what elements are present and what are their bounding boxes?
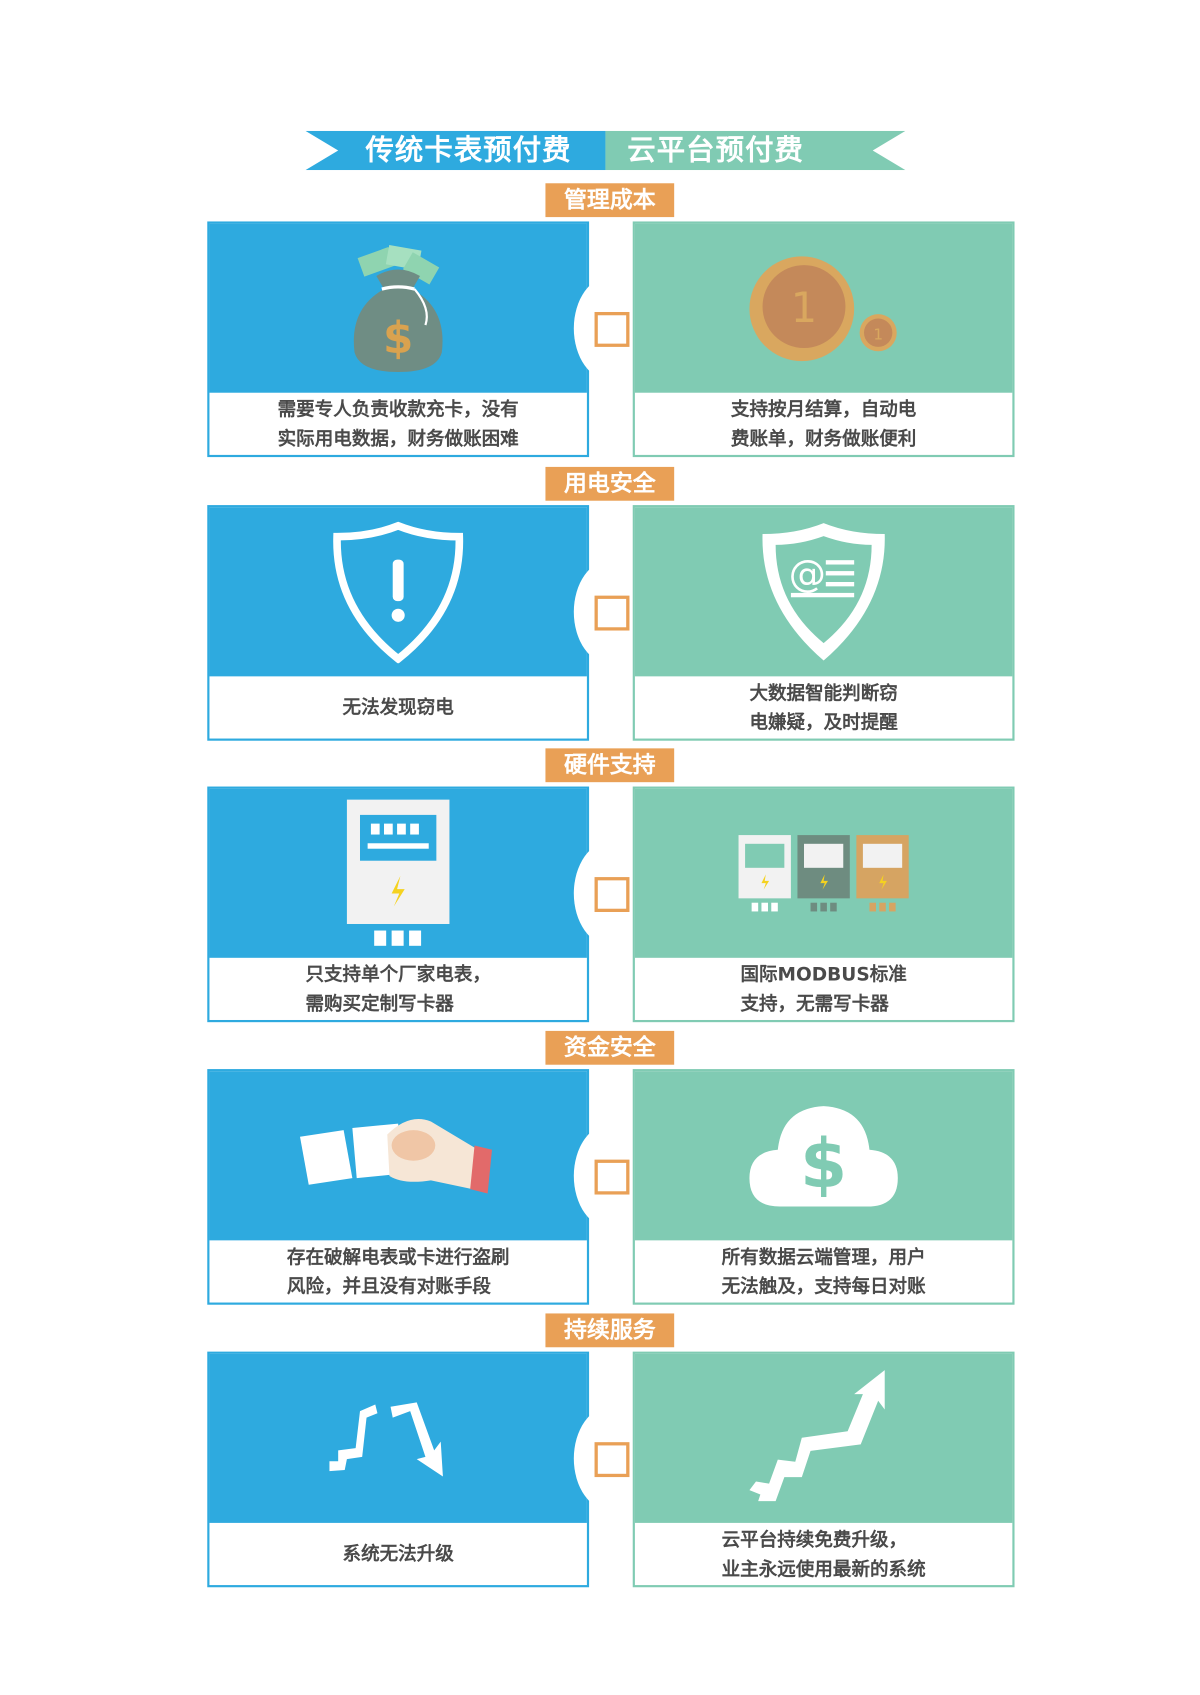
money-bag-icon: $ [353,244,443,372]
single-meter-icon [346,799,450,946]
description-line: 电嫌疑，及时提醒 [749,711,898,734]
category-label: 管理成本 [545,183,675,218]
broken-arrow-down-icon [329,1401,443,1476]
description-line: 需要专人负责收款充卡，没有 [277,398,519,421]
row-management-cost: 管理成本 $ 需要专人负责收款充卡，没有实际用电数据，财务做账困难 1 1 支持… [0,183,1200,499]
category-label: 资金安全 [545,1030,675,1065]
traditional-title: 传统卡表预付费 [365,134,572,167]
category-label: 用电安全 [545,466,675,501]
traditional-panel: 只支持单个厂家电表， 需购买定制写卡器 [207,786,590,1023]
hand-card-icon [299,1118,492,1193]
description-line: 风险，并且没有对账手段 [286,1275,491,1298]
cloud-panel: 云平台持续免费升级， 业主永远使用最新的系统 [632,1351,1015,1588]
traditional-panel: 系统无法升级 [207,1351,590,1588]
category-label: 硬件支持 [545,748,675,783]
cloud-dollar-icon: $ [749,1105,898,1206]
row-fund-safety: 资金安全 存在破解电表或卡进行盗刷风险，并且没有对账手段 $ 所有数据云端管理，… [0,1030,1200,1347]
cloud-panel: 1 1 支持按月结算，自动电费账单，财务做账便利 [632,221,1015,458]
description-line: 云平台持续免费升级， [721,1528,908,1551]
description-line: 无法发现窃电 [342,697,454,719]
description-line: 支持，无需写卡器 [740,993,889,1016]
coins-icon: 1 1 [749,255,897,361]
row-continuous-service: 持续服务 系统无法升级 云平台持续免费升级， 业主永远使用最新的系统 [0,1313,1200,1629]
description-line: 无法触及，支持每日对账 [721,1275,926,1298]
traditional-panel: 无法发现窃电 [207,505,590,741]
description-line: 费账单，财务做账便利 [730,428,917,450]
traditional-panel: $ 需要专人负责收款充卡，没有实际用电数据，财务做账困难 [207,221,590,458]
traditional-panel: 存在破解电表或卡进行盗刷风险，并且没有对账手段 [207,1069,590,1305]
arrow-up-trend-icon [749,1369,885,1501]
svg-text:1: 1 [873,325,883,343]
description-line: 系统无法升级 [342,1543,454,1566]
row-hardware-support: 硬件支持 只支持单个厂家电表， 需购买定制写卡器 国际MODBUS标准支持，无需写… [0,748,1200,1064]
description-line: 业主永远使用最新的系统 [721,1558,926,1581]
description-line: 大数据智能判断窃 [749,682,898,705]
svg-text:$: $ [800,1123,847,1202]
row-power-safety: 用电安全 无法发现窃电 @ 大数据智能判断窃电嫌疑，及时提醒 [0,466,1200,783]
cloud-panel: @ 大数据智能判断窃电嫌疑，及时提醒 [632,505,1015,741]
category-label: 持续服务 [545,1313,675,1348]
description-line: 国际MODBUS标准 [740,963,907,986]
multiple-meters-icon [738,834,909,911]
description-line: 需购买定制写卡器 [305,993,454,1016]
svg-text:@: @ [789,552,826,595]
description-line: 支持按月结算，自动电 [730,398,917,421]
description-line: 存在破解电表或卡进行盗刷 [286,1246,510,1269]
banner-ribbon [305,130,906,171]
description-line: 所有数据云端管理，用户 [721,1246,926,1269]
cloud-title: 云平台预付费 [627,134,805,167]
shield-data-icon: @ [762,522,885,660]
shield-warning-icon [333,521,464,663]
description-line: 实际用电数据，财务做账困难 [277,428,519,450]
cloud-panel: $ 所有数据云端管理，用户无法触及，支持每日对账 [632,1069,1015,1305]
svg-text:1: 1 [791,283,817,331]
description-line: 只支持单个厂家电表， [305,963,491,986]
cloud-panel: 国际MODBUS标准支持，无需写卡器 [632,786,1015,1023]
svg-text:$: $ [383,313,413,363]
comparison-banner: 传统卡表预付费 云平台预付费 [305,130,906,171]
